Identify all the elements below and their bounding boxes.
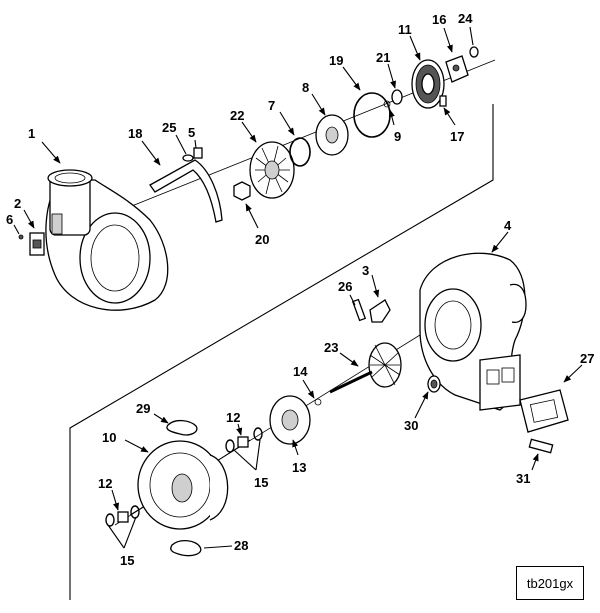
drive-screw xyxy=(18,234,24,240)
retaining-ring xyxy=(130,505,140,519)
plug xyxy=(427,375,441,393)
wheel-nut xyxy=(233,181,251,201)
callout-26: 26 xyxy=(338,279,352,294)
gasket xyxy=(170,540,202,557)
compressor-housing xyxy=(45,169,169,311)
callout-15: 15 xyxy=(254,475,268,490)
callout-3: 3 xyxy=(362,263,369,278)
callout-17: 17 xyxy=(450,129,464,144)
callout-4: 4 xyxy=(504,218,512,233)
callout-16: 16 xyxy=(432,12,446,27)
compressor-wheel xyxy=(249,141,295,199)
callout-27: 27 xyxy=(580,351,594,366)
stud xyxy=(528,438,554,454)
callout-19: 19 xyxy=(329,53,343,68)
callout-11: 11 xyxy=(398,22,412,37)
o-ring xyxy=(353,92,391,138)
piston-ring xyxy=(314,398,322,406)
callout-1: 1 xyxy=(28,126,35,141)
thrust-collar xyxy=(391,89,403,105)
journal-bearing xyxy=(117,511,129,523)
compressor-insert xyxy=(315,114,349,156)
exhaust-gasket xyxy=(519,389,569,433)
callout-5: 5 xyxy=(188,125,195,140)
callout-10: 10 xyxy=(102,430,116,445)
cap-screw xyxy=(439,95,447,107)
turbine-housing xyxy=(419,252,527,411)
callout-24: 24 xyxy=(458,11,473,26)
oil-deflector xyxy=(269,395,311,445)
callout-labels: 1 2 3 4 5 6 7 8 9 10 11 12 12 13 14 15 xyxy=(6,11,594,568)
callout-30: 30 xyxy=(404,418,418,433)
callout-14: 14 xyxy=(293,364,308,379)
callout-29: 29 xyxy=(136,401,150,416)
callout-20: 20 xyxy=(255,232,269,247)
retaining-ring xyxy=(105,513,115,527)
thrust-bearing xyxy=(411,59,445,109)
small-o-ring xyxy=(383,100,391,108)
callout-23: 23 xyxy=(324,340,338,355)
callout-31: 31 xyxy=(516,471,530,486)
callout-28: 28 xyxy=(234,538,248,553)
lock-washer xyxy=(469,46,479,58)
gasket xyxy=(166,419,198,436)
callout-9: 9 xyxy=(394,129,401,144)
bolt-and-washer xyxy=(182,147,203,162)
callout-2: 2 xyxy=(14,196,21,211)
snap-ring xyxy=(289,137,311,167)
data-plate xyxy=(29,232,45,256)
callout-25: 25 xyxy=(162,120,176,135)
bearing-housing xyxy=(137,440,229,530)
callout-13: 13 xyxy=(292,460,306,475)
callout-18: 18 xyxy=(128,126,142,141)
callout-15b: 15 xyxy=(120,553,134,568)
figure-id-box: tb201gx xyxy=(516,566,584,600)
callout-22: 22 xyxy=(230,108,244,123)
callout-12b: 12 xyxy=(98,476,112,491)
journal-bearing xyxy=(237,436,249,448)
turbine-wheel-shaft xyxy=(329,342,402,394)
callout-6: 6 xyxy=(6,212,13,227)
bracket-bolt xyxy=(351,298,367,322)
callout-8: 8 xyxy=(302,80,309,95)
callout-7: 7 xyxy=(268,98,275,113)
retaining-ring xyxy=(225,439,235,453)
callout-12: 12 xyxy=(226,410,240,425)
callout-21: 21 xyxy=(376,50,390,65)
retaining-ring xyxy=(253,427,263,441)
bracket xyxy=(149,159,223,223)
support-bracket xyxy=(369,299,391,323)
thrust-plate xyxy=(445,55,469,83)
figure-id: tb201gx xyxy=(526,575,574,591)
